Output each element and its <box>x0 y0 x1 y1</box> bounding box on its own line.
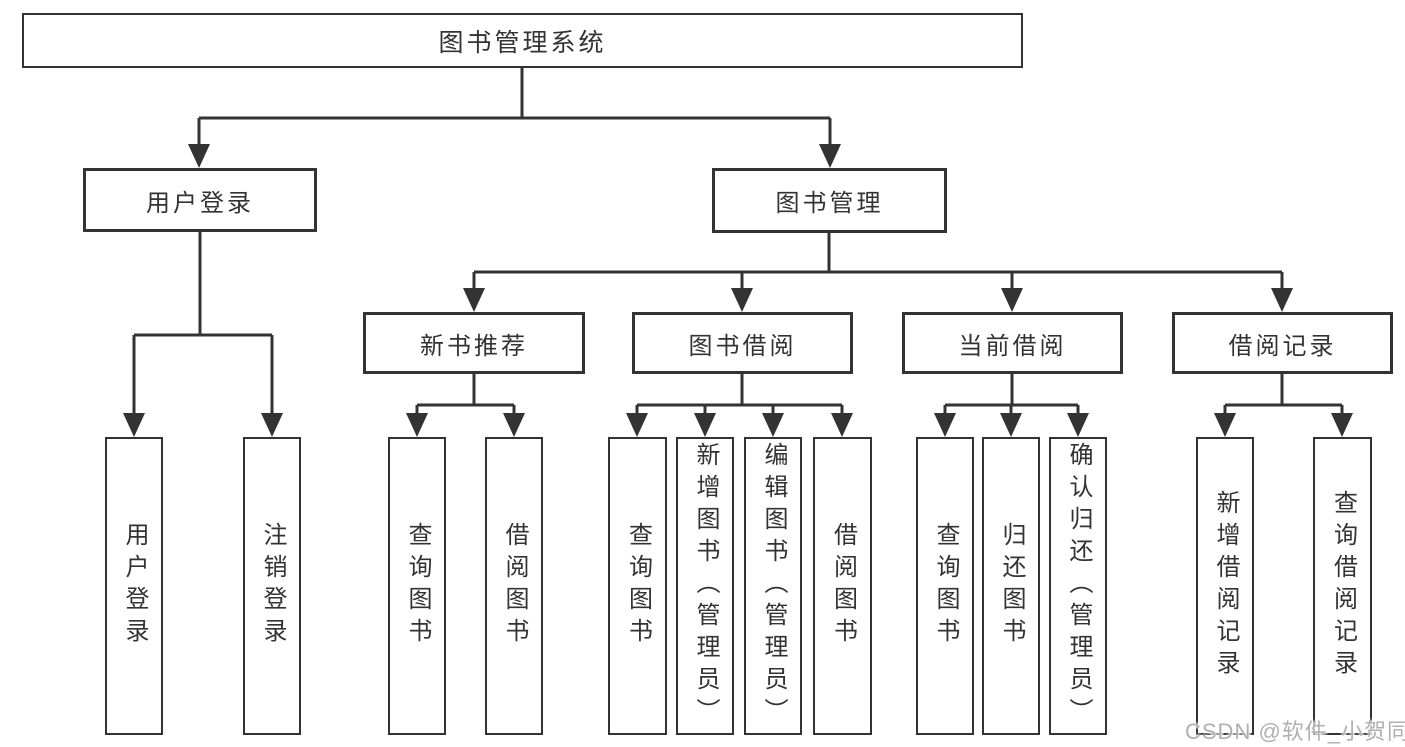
leaf-rec-query-book: 查询图书 <box>388 437 446 735</box>
leaf-user-login: 用户登录 <box>105 437 163 735</box>
leaf-br-add-record-label: 新增借阅记录 <box>1212 490 1239 682</box>
leaf-rec-borrow-book: 借阅图书 <box>485 437 543 735</box>
leaf-br-query-record-label: 查询借阅记录 <box>1329 490 1357 682</box>
node-new-book-recommend: 新书推荐 <box>363 312 585 374</box>
leaf-br-add-record: 新增借阅记录 <box>1196 437 1254 735</box>
leaf-rec-borrow-book-label: 借阅图书 <box>501 522 528 650</box>
leaf-user-login-label: 用户登录 <box>121 522 148 650</box>
node-user-login: 用户登录 <box>83 168 317 232</box>
leaf-rec-query-book-label: 查询图书 <box>404 522 431 650</box>
leaf-bb-edit-book-admin: 编辑图书（管理员） <box>744 437 802 735</box>
leaf-bb-borrow-book-label: 借阅图书 <box>829 522 857 650</box>
leaf-bb-query-book-label: 查询图书 <box>624 522 652 650</box>
leaf-bb-query-book: 查询图书 <box>608 437 667 735</box>
leaf-cb-return-book: 归还图书 <box>982 437 1040 735</box>
node-current-borrow: 当前借阅 <box>902 312 1123 374</box>
node-book-borrow: 图书借阅 <box>632 312 853 374</box>
leaf-br-query-record: 查询借阅记录 <box>1313 437 1372 735</box>
node-book-management: 图书管理 <box>712 168 947 233</box>
leaf-bb-edit-book-admin-label: 编辑图书（管理员） <box>760 442 787 730</box>
leaf-cb-confirm-return-admin-label: 确认归还（管理员） <box>1065 442 1092 730</box>
watermark: CSDN @软件_小贺同学 <box>1185 719 1405 744</box>
leaf-cb-confirm-return-admin: 确认归还（管理员） <box>1049 437 1107 735</box>
leaf-cb-query-book: 查询图书 <box>916 437 974 735</box>
leaf-bb-add-book-admin-label: 新增图书（管理员） <box>692 442 719 730</box>
node-root: 图书管理系统 <box>22 13 1023 68</box>
leaf-bb-borrow-book: 借阅图书 <box>813 437 872 735</box>
leaf-logout: 注销登录 <box>243 437 301 735</box>
leaf-logout-label: 注销登录 <box>259 522 286 650</box>
node-borrow-records: 借阅记录 <box>1172 312 1393 374</box>
leaf-bb-add-book-admin: 新增图书（管理员） <box>676 437 734 735</box>
leaf-cb-return-book-label: 归还图书 <box>998 522 1025 650</box>
leaf-cb-query-book-label: 查询图书 <box>932 522 959 650</box>
